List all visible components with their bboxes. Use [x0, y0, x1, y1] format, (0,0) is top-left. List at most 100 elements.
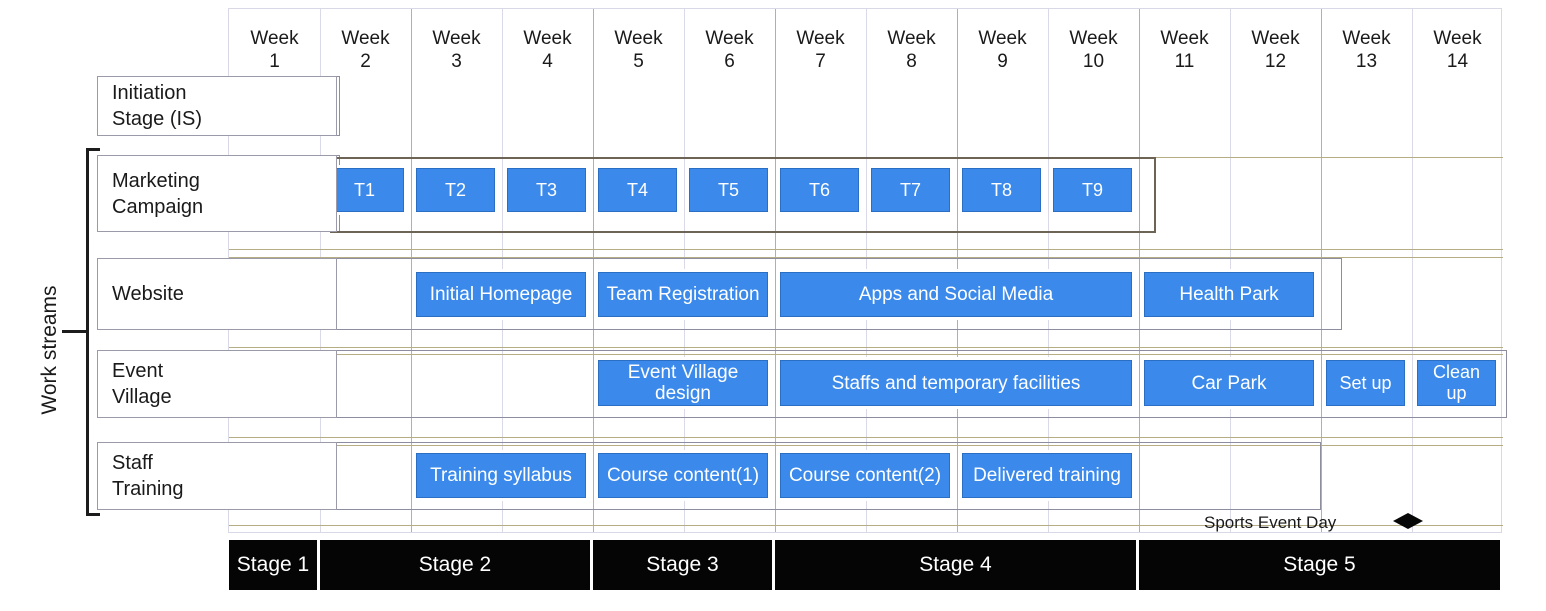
row-label-line: Stage (IS): [112, 108, 203, 130]
gridline-week-8: [866, 9, 867, 532]
task-bar[interactable]: T5: [689, 168, 768, 212]
task-bar[interactable]: Car Park: [1144, 360, 1314, 406]
week-header-number: 8: [906, 51, 917, 72]
week-header-word: Week: [614, 28, 663, 49]
task-bar[interactable]: Initial Homepage: [416, 272, 586, 317]
gridline-week-11: [1139, 9, 1140, 532]
week-header-number: 12: [1264, 51, 1287, 72]
gridline-week-7: [775, 9, 776, 532]
brace-middle-tick: [62, 330, 88, 333]
week-header-word: Week: [1160, 28, 1209, 49]
gridline-week-3: [411, 9, 412, 532]
stage-bar[interactable]: Stage 3: [593, 540, 772, 590]
brace-top-tick: [86, 148, 100, 151]
task-bar[interactable]: T3: [507, 168, 586, 212]
stage-bar[interactable]: Stage 2: [320, 540, 590, 590]
week-header-number: 6: [724, 51, 735, 72]
row-label-line: Village: [112, 386, 172, 408]
row-label-line: Marketing: [112, 169, 200, 192]
task-bar[interactable]: Event Village design: [598, 360, 768, 406]
week-header-word: Week: [705, 28, 754, 49]
task-bar[interactable]: Team Registration: [598, 272, 768, 317]
task-bar[interactable]: Training syllabus: [416, 453, 586, 498]
gridline-week-9: [957, 9, 958, 532]
week-header-word: Week: [1433, 28, 1482, 49]
brace-bottom-tick: [86, 513, 100, 516]
row-label-line: Initiation: [112, 82, 187, 104]
week-header-word: Week: [523, 28, 572, 49]
row-separator-4: [229, 354, 1503, 355]
task-bar[interactable]: Staffs and temporary facilities: [780, 360, 1132, 406]
marketing-bracket: [330, 157, 1156, 233]
gridline-week-5: [593, 9, 594, 532]
work-streams-axis-label: Work streams: [38, 285, 61, 415]
week-header-number: 7: [815, 51, 826, 72]
week-header-word: Week: [341, 28, 390, 49]
task-bar[interactable]: Health Park: [1144, 272, 1314, 317]
week-header-word: Week: [250, 28, 299, 49]
task-bar[interactable]: Delivered training: [962, 453, 1132, 498]
task-bar[interactable]: T1: [325, 168, 404, 212]
work-streams-brace: [62, 148, 100, 516]
week-header-number: 14: [1446, 51, 1469, 72]
gridline-week-4: [502, 9, 503, 532]
task-bar[interactable]: T4: [598, 168, 677, 212]
task-bar[interactable]: Clean up: [1417, 360, 1496, 406]
row-label-line: Staff: [112, 452, 153, 474]
task-bar[interactable]: Set up: [1326, 360, 1405, 406]
task-bar[interactable]: Course content(2): [780, 453, 950, 498]
row-label-line: Campaign: [112, 195, 204, 218]
week-header-number: 1: [269, 51, 280, 72]
row-label-line: Website: [112, 283, 184, 305]
week-header-number: 5: [633, 51, 644, 72]
stage-bar[interactable]: Stage 5: [1139, 540, 1500, 590]
task-bar[interactable]: T6: [780, 168, 859, 212]
milestone-diamond-icon: [1393, 513, 1423, 529]
gridline-week-13: [1321, 9, 1322, 532]
task-bar[interactable]: T8: [962, 168, 1041, 212]
row-separator-2: [229, 257, 1503, 258]
week-header-word: Week: [1342, 28, 1391, 49]
task-bar[interactable]: T9: [1053, 168, 1132, 212]
gridline-week-10: [1048, 9, 1049, 532]
gridline-week-6: [684, 9, 685, 532]
task-bar[interactable]: T7: [871, 168, 950, 212]
week-header-word: Week: [1251, 28, 1300, 49]
week-header-number: 4: [542, 51, 553, 72]
milestone-label-sports-event-day: Sports Event Day: [1204, 513, 1337, 532]
task-bar[interactable]: Apps and Social Media: [780, 272, 1132, 317]
gridline-week-14: [1412, 9, 1413, 532]
task-bar[interactable]: Course content(1): [598, 453, 768, 498]
week-header-number: 9: [997, 51, 1008, 72]
stage-bar[interactable]: Stage 4: [775, 540, 1136, 590]
week-header-word: Week: [432, 28, 481, 49]
row-separator-5: [229, 437, 1503, 438]
week-header-word: Week: [1069, 28, 1118, 49]
week-header-number: 3: [451, 51, 462, 72]
week-header-word: Week: [796, 28, 845, 49]
row-label-line: Event: [112, 360, 164, 382]
week-header-number: 10: [1082, 51, 1105, 72]
task-bar[interactable]: T2: [416, 168, 495, 212]
week-header-word: Week: [978, 28, 1027, 49]
week-header-number: 11: [1174, 51, 1195, 72]
stage-bar[interactable]: Stage 1: [229, 540, 317, 590]
week-header-number: 13: [1355, 51, 1378, 72]
